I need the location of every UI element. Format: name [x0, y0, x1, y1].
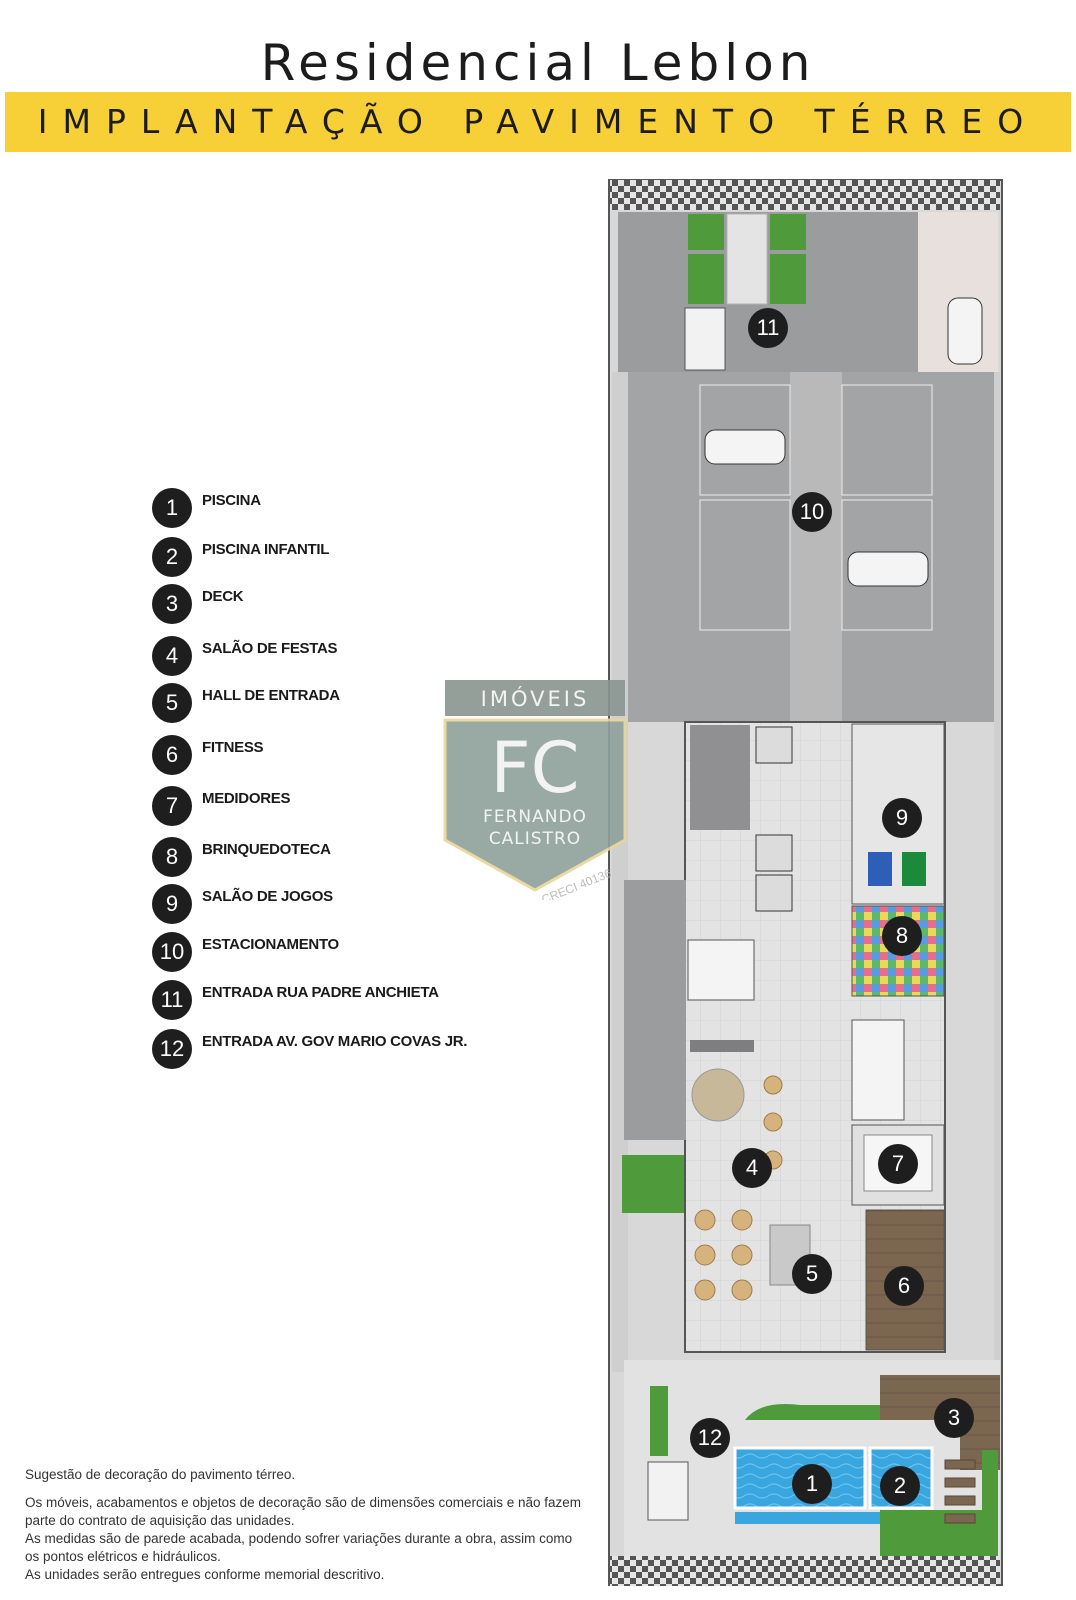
legend-label: ENTRADA AV. GOV MARIO COVAS JR.: [202, 1033, 468, 1050]
parking-left-lower: [624, 880, 686, 1140]
sidewalk-bottom: [610, 1556, 1000, 1586]
plan-marker-8: 8: [882, 916, 922, 956]
deck-area: [880, 1375, 1000, 1470]
legend-label: HALL DE ENTRADA: [202, 687, 340, 704]
legend-number: 6: [152, 735, 192, 775]
legend-item-medidores: 7 MEDIDORES: [152, 786, 552, 826]
round-lounge: [691, 1068, 745, 1122]
parking-stalls: [699, 384, 933, 631]
legend-number: 2: [152, 537, 192, 577]
watermark-shield: [443, 718, 627, 892]
plan-marker-11: 11: [748, 308, 788, 348]
bathrooms-left: [687, 939, 755, 1001]
legend-label: ENTRADA RUA PADRE ANCHIETA: [202, 984, 439, 1001]
legend-item-brinquedoteca: 8 BRINQUEDOTECA: [152, 837, 552, 877]
legend-item-piscina: 1 PISCINA: [152, 488, 552, 528]
legend-number: 3: [152, 584, 192, 624]
elevator-1: [755, 726, 793, 764]
watermark-initials: FC: [490, 727, 579, 809]
legend-item-estacionamento: 10 ESTACIONAMENTO: [152, 932, 552, 972]
legend-label: MEDIDORES: [202, 790, 291, 807]
legend-label: DECK: [202, 588, 244, 605]
elevator-block: [690, 725, 750, 830]
entrance-stairs: [726, 213, 768, 305]
legend-number: 10: [152, 932, 192, 972]
legend-item-entrada-padre-anchieta: 11 ENTRADA RUA PADRE ANCHIETA: [152, 980, 552, 1020]
legend-number: 1: [152, 488, 192, 528]
garden-top-left-2: [688, 254, 724, 304]
parked-car-2: [847, 551, 929, 587]
legend-number: 4: [152, 636, 192, 676]
plan-marker-7: 7: [878, 1144, 918, 1184]
plan-marker-12: 12: [690, 1418, 730, 1458]
legend-number: 8: [152, 837, 192, 877]
garden-top-right: [770, 214, 806, 250]
page-title: Residencial Leblon: [260, 34, 816, 92]
watermark-name-1: FERNANDO: [483, 807, 587, 827]
watermark-name-2: CALISTRO: [489, 829, 581, 849]
footnote-line-4: As unidades serão entregues conforme mem…: [25, 1567, 385, 1582]
pool-lane: [735, 1512, 881, 1524]
legend-number: 5: [152, 683, 192, 723]
legend-item-fitness: 6 FITNESS: [152, 735, 552, 775]
elevator-3: [755, 874, 793, 912]
plan-marker-2: 2: [880, 1466, 920, 1506]
footnote-line-1: Sugestão de decoração do pavimento térre…: [25, 1467, 296, 1482]
fc-watermark-logo: IMÓVEIS FC FERNANDO CALISTRO CRECI 40136: [443, 680, 627, 900]
footnote: Sugestão de decoração do pavimento térre…: [25, 1466, 585, 1590]
footnote-line-2: Os móveis, acabamentos e objetos de deco…: [25, 1495, 582, 1528]
legend-number: 11: [152, 980, 192, 1020]
elevator-2: [755, 834, 793, 872]
legend-item-deck: 3 DECK: [152, 584, 552, 624]
plan-marker-9: 9: [882, 798, 922, 838]
garden-top-right-2: [770, 254, 806, 304]
watermark-top-text: IMÓVEIS: [481, 686, 590, 711]
footnote-line-3: As medidas são de parede acabada, podend…: [25, 1531, 573, 1564]
parking-aisle: [790, 372, 842, 722]
legend-item-hall-entrada: 5 HALL DE ENTRADA: [152, 683, 552, 723]
sidewalk-top: [610, 180, 1000, 210]
legend-label: PISCINA: [202, 492, 261, 509]
legend-item-entrada-mario-covas: 12 ENTRADA AV. GOV MARIO COVAS JR.: [152, 1029, 552, 1069]
plan-marker-1: 1: [792, 1464, 832, 1504]
garden-top-left: [688, 214, 724, 250]
gatehouse-bottom: [647, 1461, 689, 1521]
garden-left-pool: [650, 1386, 668, 1456]
kitchen-counter: [690, 1040, 754, 1052]
garden-right-pool: [982, 1450, 998, 1520]
bathrooms-right: [851, 1019, 905, 1121]
pool-table: [868, 852, 892, 886]
legend-number: 12: [152, 1029, 192, 1069]
plan-marker-6: 6: [884, 1266, 924, 1306]
guardhouse: [684, 307, 726, 371]
garden-pool-bottom: [880, 1510, 998, 1556]
legend-label: PISCINA INFANTIL: [202, 541, 330, 558]
plan-marker-4: 4: [732, 1148, 772, 1188]
plan-marker-10: 10: [792, 492, 832, 532]
plan-marker-5: 5: [792, 1254, 832, 1294]
snooker-table: [902, 852, 926, 886]
side-strip-right: [994, 372, 1000, 1372]
entrance-area: [618, 212, 918, 372]
legend-label: FITNESS: [202, 739, 264, 756]
legend-item-salao-festas: 4 SALÃO DE FESTAS: [152, 636, 552, 676]
parked-car-top: [947, 297, 983, 365]
legend-label: BRINQUEDOTECA: [202, 841, 331, 858]
parked-car-1: [704, 429, 786, 465]
legend-item-piscina-infantil: 2 PISCINA INFANTIL: [152, 537, 552, 577]
subtitle-banner: IMPLANTAÇÃO PAVIMENTO TÉRREO: [5, 92, 1071, 152]
plan-marker-3: 3: [934, 1398, 974, 1438]
legend-label: SALÃO DE FESTAS: [202, 640, 338, 657]
legend-number: 7: [152, 786, 192, 826]
legend-label: ESTACIONAMENTO: [202, 936, 339, 953]
sun-loungers: [944, 1459, 976, 1524]
legend-label: SALÃO DE JOGOS: [202, 888, 333, 905]
legend-item-salao-jogos: 9 SALÃO DE JOGOS: [152, 884, 552, 924]
garden-left-lower: [622, 1155, 684, 1213]
subtitle-text: IMPLANTAÇÃO PAVIMENTO TÉRREO: [37, 102, 1039, 141]
legend-number: 9: [152, 884, 192, 924]
watermark-top-band: [445, 680, 625, 716]
garden-pool-edge: [745, 1404, 880, 1420]
